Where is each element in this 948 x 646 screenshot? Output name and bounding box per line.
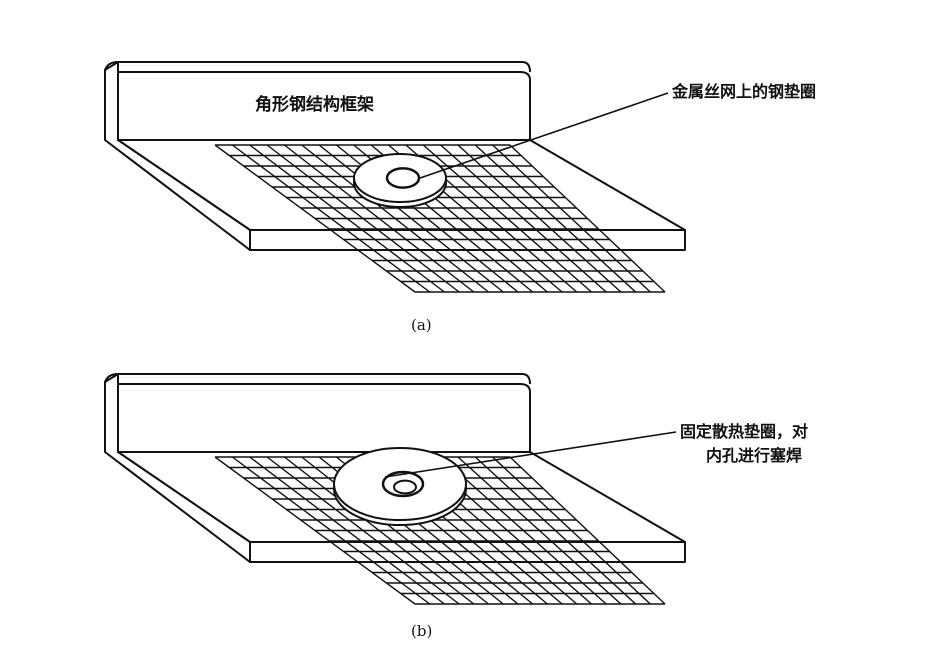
angle-steel-frame-a xyxy=(104,61,686,293)
leader-line xyxy=(384,431,677,478)
caption-b: (b) xyxy=(411,622,433,640)
steel-washer xyxy=(333,447,467,526)
vertical-wall-face xyxy=(117,383,531,453)
vertical-wall-top-edge xyxy=(104,373,531,385)
leader-line xyxy=(419,92,669,179)
frame-label-a: 角形钢结构框架 xyxy=(255,95,374,115)
vertical-wall-face xyxy=(117,71,531,141)
plug-weld xyxy=(393,479,417,495)
steel-washer xyxy=(353,153,447,208)
caption-a: (a) xyxy=(411,316,432,334)
angle-steel-frame-b xyxy=(104,373,686,605)
washer-label-a: 金属丝网上的钢垫圈 xyxy=(672,82,817,101)
washer-label-b-line1: 固定散热垫圈，对 xyxy=(680,422,809,441)
washer-hole xyxy=(381,470,425,498)
wire-mesh xyxy=(214,144,666,293)
washer-label-b-line2: 内孔进行塞焊 xyxy=(706,446,803,465)
vertical-wall-top-edge xyxy=(104,61,531,73)
washer-hole xyxy=(385,167,421,189)
